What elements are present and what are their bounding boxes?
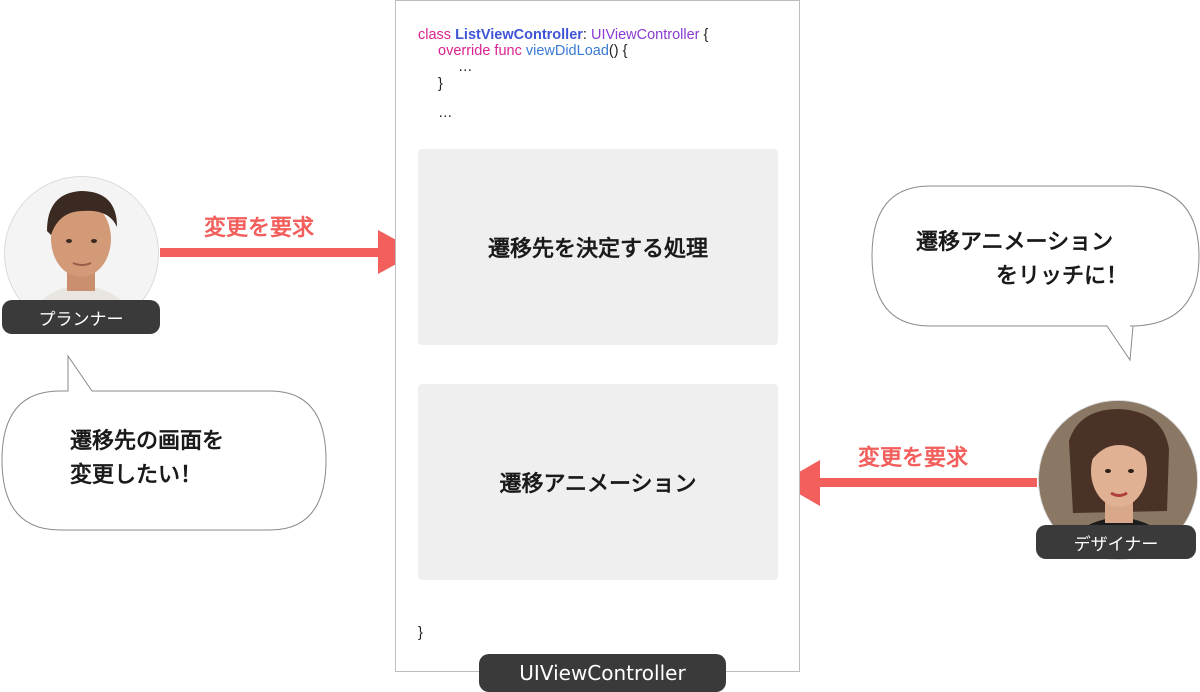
- uiviewcontroller-label: UIViewController: [519, 661, 685, 685]
- code-superclass: UIViewController: [591, 27, 700, 43]
- planner-bubble-text: 遷移先の画面を 変更したい！: [70, 425, 224, 493]
- code-line-close-func: }: [438, 76, 443, 92]
- designer-name: デザイナー: [1074, 530, 1159, 555]
- designer-arrow-label: 変更を要求: [858, 440, 968, 472]
- uiviewcontroller-tag: UIViewController: [479, 654, 726, 692]
- code-class-name: ListViewController: [455, 27, 583, 43]
- designer-bubble-line-2: をリッチに！: [916, 260, 1156, 294]
- code-brace: {: [704, 27, 709, 43]
- code-line-close-class: }: [418, 625, 423, 641]
- designer-bubble-text: 遷移アニメーション をリッチに！: [916, 226, 1156, 294]
- designer-bubble-line-1: 遷移アニメーション: [916, 226, 1156, 260]
- code-separator: :: [583, 27, 587, 43]
- code-line-ellipsis-inner: …: [458, 59, 473, 75]
- code-params: () {: [609, 43, 628, 59]
- transition-animation-box: 遷移アニメーション: [418, 384, 778, 580]
- planner-arrow-label: 変更を要求: [204, 210, 314, 242]
- planner-bubble-line-1: 遷移先の画面を: [70, 425, 224, 459]
- decide-destination-label: 遷移先を決定する処理: [488, 231, 708, 263]
- transition-animation-label: 遷移アニメーション: [499, 466, 696, 498]
- decide-destination-box: 遷移先を決定する処理: [418, 149, 778, 345]
- code-line-view-did-load: override func viewDidLoad() {: [438, 43, 627, 59]
- planner-bubble-line-2: 変更したい！: [70, 459, 224, 493]
- code-keyword: class: [418, 27, 451, 43]
- code-keyword: override func: [438, 43, 522, 59]
- planner-name-tag: プランナー: [2, 300, 160, 334]
- designer-name-tag: デザイナー: [1036, 525, 1196, 559]
- code-line-class-declaration: class ListViewController: UIViewControll…: [418, 27, 708, 43]
- code-line-ellipsis: …: [438, 105, 453, 121]
- planner-name: プランナー: [39, 305, 124, 330]
- code-function-name: viewDidLoad: [526, 43, 609, 59]
